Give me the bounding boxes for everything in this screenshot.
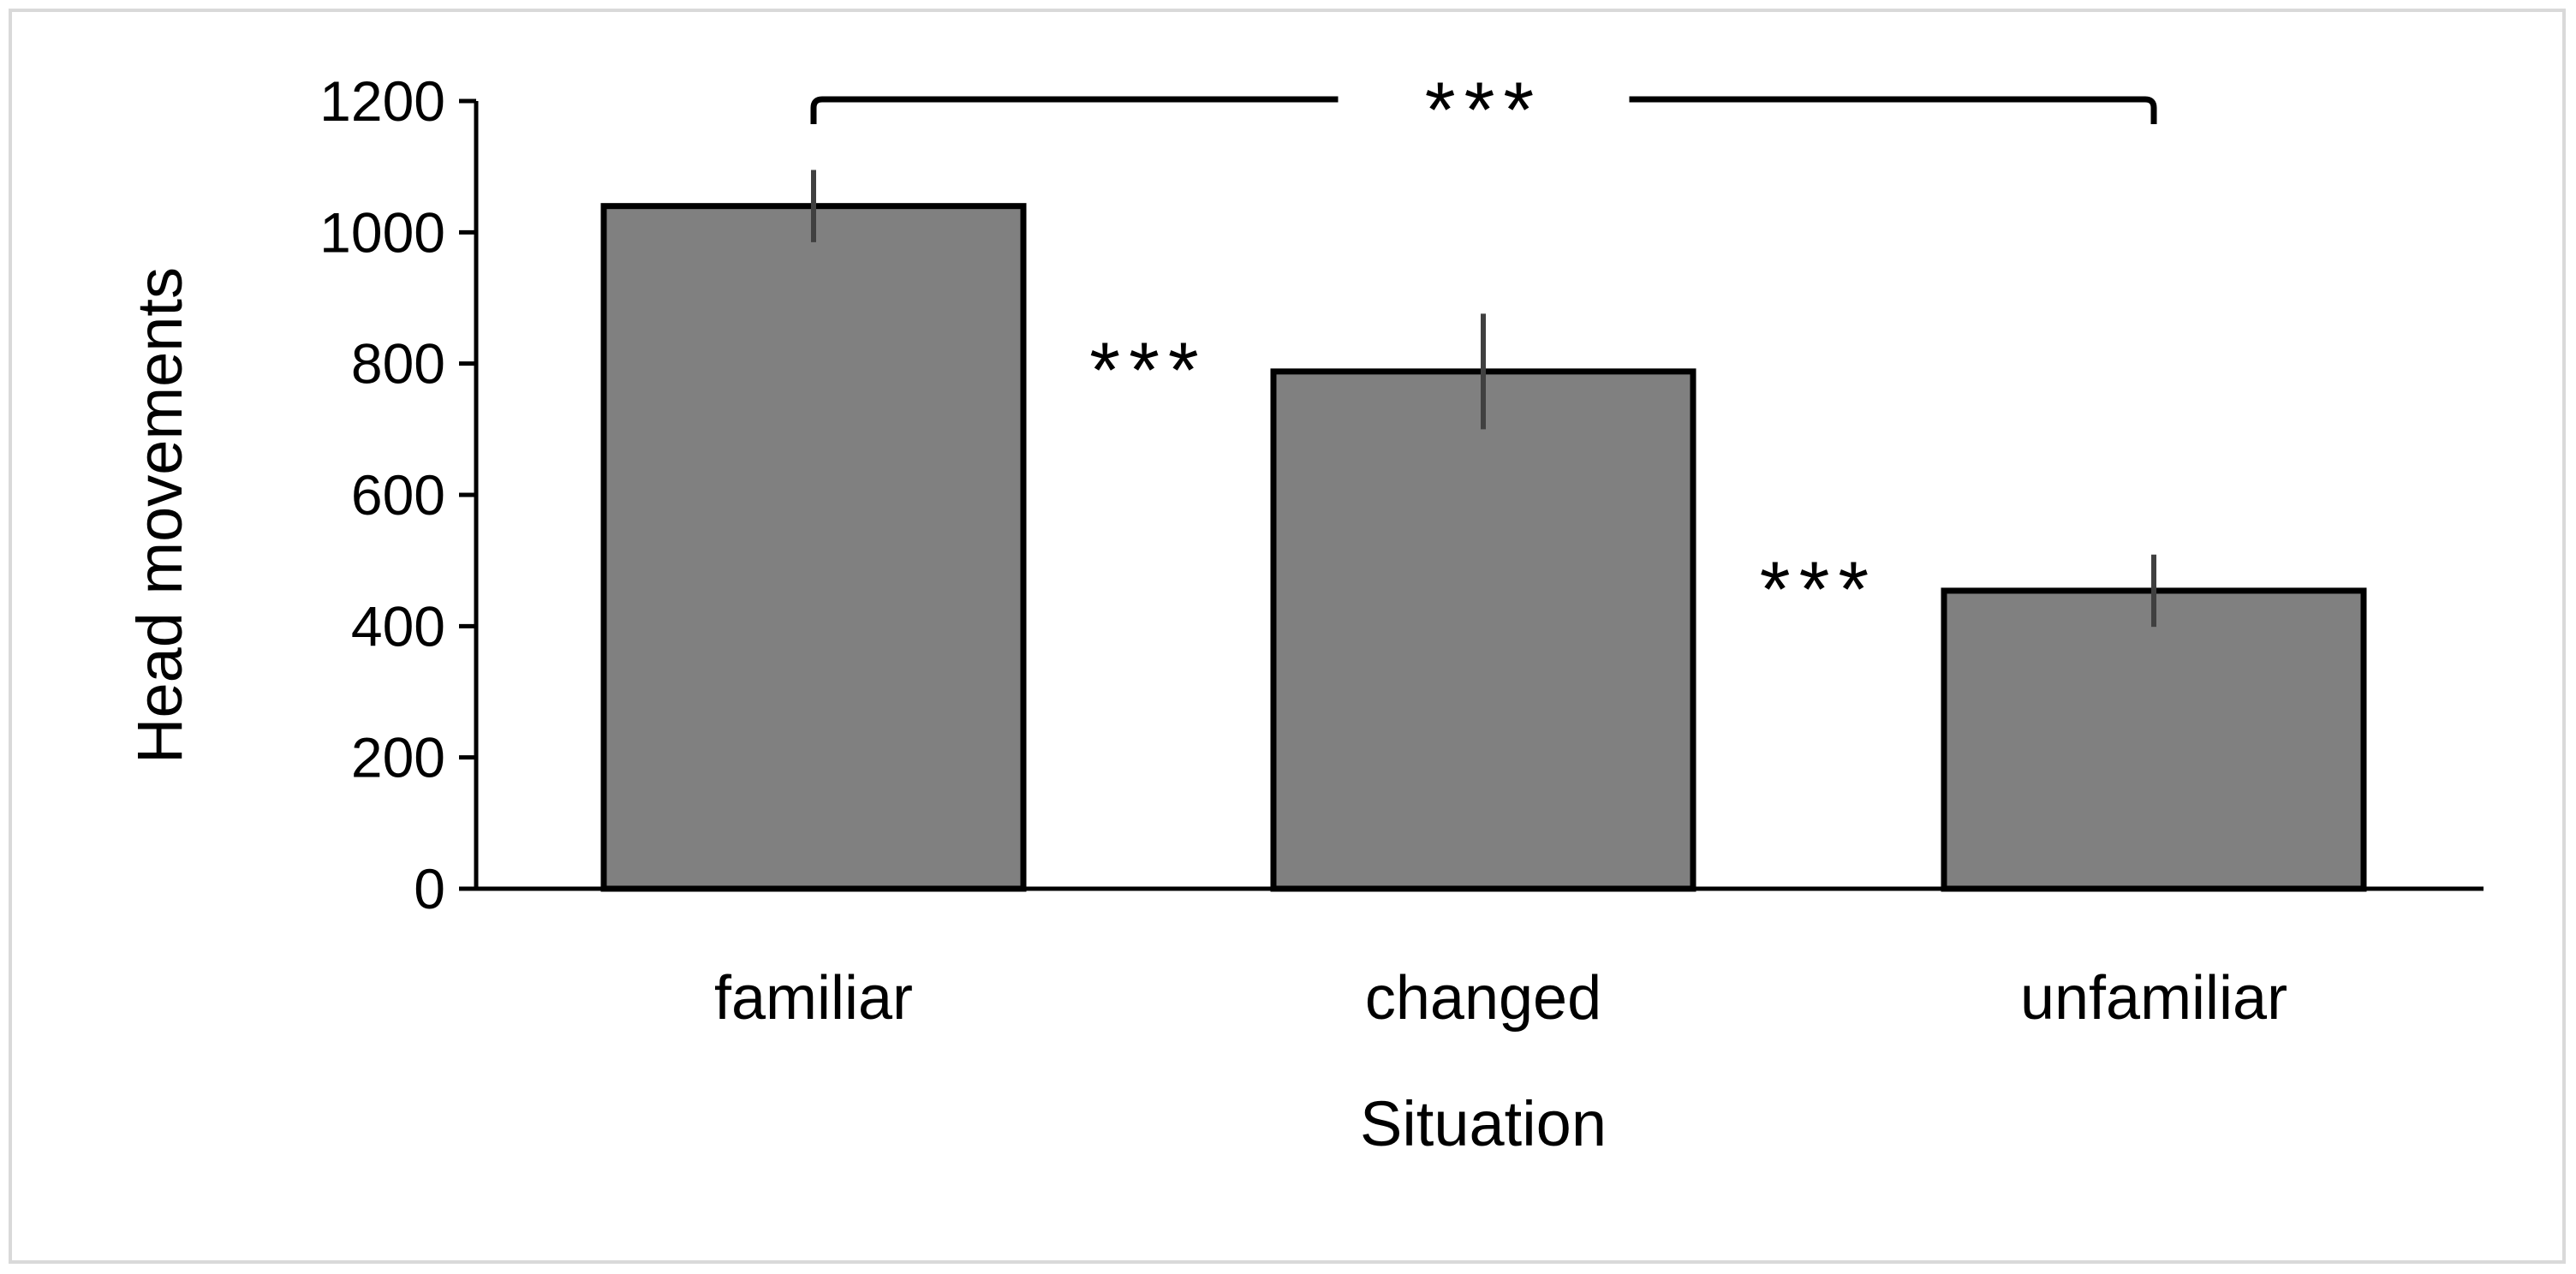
y-tick-label-800: 800 bbox=[351, 332, 445, 396]
x-tick-label-changed: changed bbox=[1365, 964, 1601, 1033]
x-tick-label-unfamiliar: unfamiliar bbox=[2020, 964, 2287, 1033]
significance-label-2: *** bbox=[1760, 546, 1877, 634]
y-tick-label-1200: 1200 bbox=[319, 69, 445, 133]
bar-changed bbox=[1270, 368, 1696, 892]
y-tick-label-400: 400 bbox=[351, 594, 445, 658]
error-bars bbox=[811, 170, 2156, 628]
y-tick-label-1000: 1000 bbox=[319, 200, 445, 264]
labels: 0 200 400 600 800 1000 1200 familiar changed unfa… bbox=[319, 69, 2287, 1033]
bar-familiar bbox=[600, 203, 1027, 892]
significance-annotations: *** *** *** bbox=[810, 67, 2157, 634]
bars bbox=[600, 203, 2367, 892]
x-tick-label-familiar: familiar bbox=[714, 964, 913, 1033]
bar-unfamiliar bbox=[1941, 587, 2367, 892]
y-tick-label-200: 200 bbox=[351, 726, 445, 789]
y-axis-title: Head movements bbox=[124, 267, 195, 764]
significance-bracket-right bbox=[1629, 96, 2157, 124]
y-tick-label-600: 600 bbox=[351, 463, 445, 527]
significance-label-0: *** bbox=[1425, 67, 1542, 154]
x-axis-title: Situation bbox=[1360, 1088, 1607, 1159]
significance-label-1: *** bbox=[1089, 327, 1207, 414]
significance-bracket-left bbox=[810, 96, 1339, 124]
y-tick-label-0: 0 bbox=[414, 857, 445, 920]
